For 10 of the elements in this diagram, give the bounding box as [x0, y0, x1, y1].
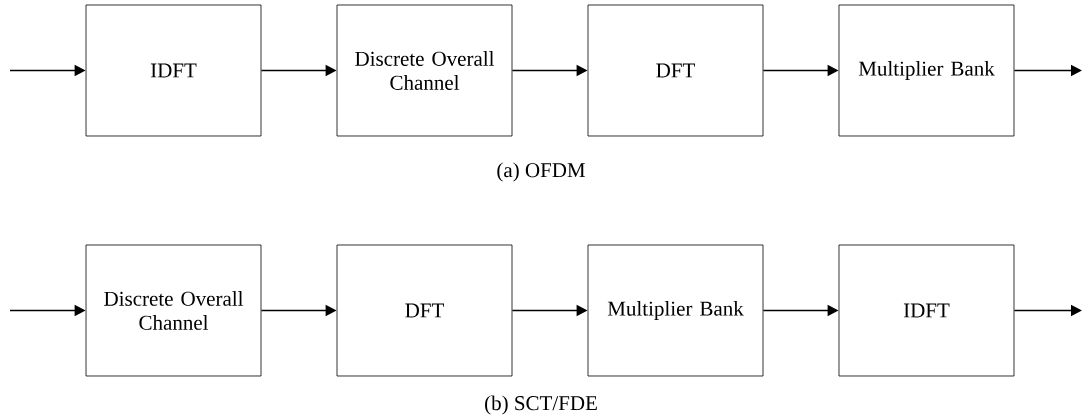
figure-caption: (b) SCT/FDE: [485, 395, 597, 415]
process-box: IDFT: [838, 244, 1015, 377]
process-box: IDFT: [85, 4, 262, 137]
process-box: Discrete Overall Channel: [336, 4, 513, 137]
process-box: Discrete Overall Channel: [85, 244, 262, 377]
process-box: Multiplier Bank: [587, 244, 764, 377]
process-box: Multiplier Bank: [838, 4, 1015, 137]
figure-caption: (a) OFDM: [497, 162, 585, 182]
process-box: DFT: [587, 4, 764, 137]
process-box: DFT: [336, 244, 513, 377]
